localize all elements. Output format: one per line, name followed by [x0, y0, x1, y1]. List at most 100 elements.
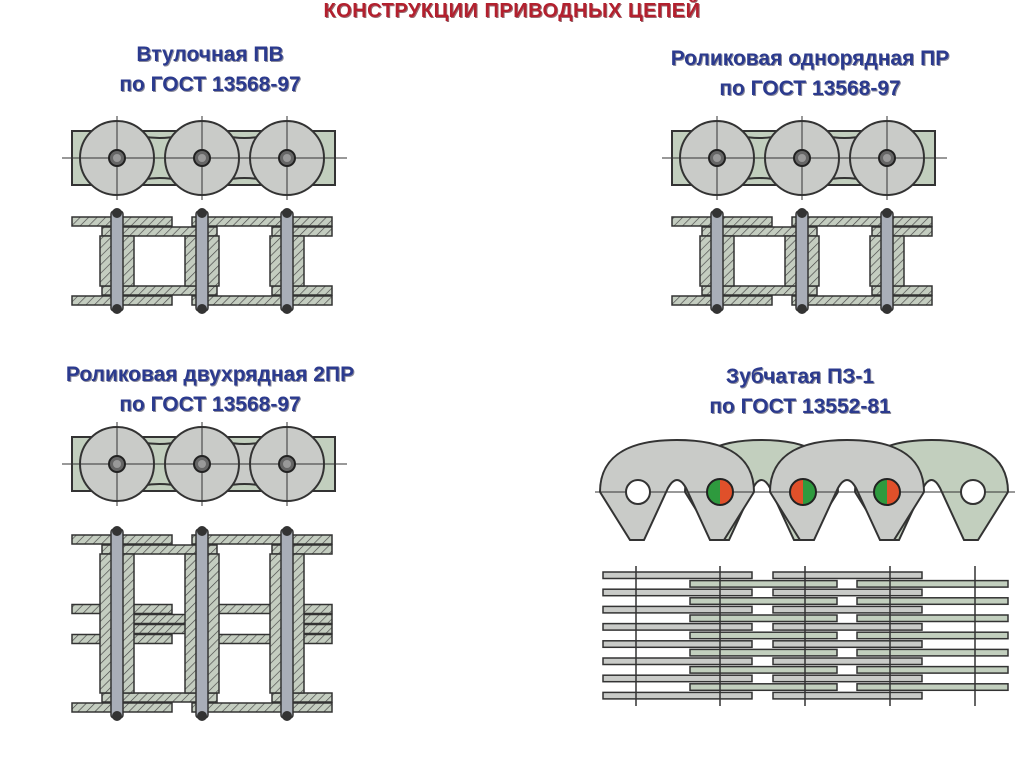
plate-row [602, 571, 753, 580]
outer-plate [791, 295, 933, 306]
plate-row [689, 614, 838, 623]
pin-head [197, 304, 207, 314]
caption-toothed-chain: Зубчатая ПЗ-1 по ГОСТ 13552-81 [640, 362, 960, 422]
toothed-chain-top-view [602, 566, 1009, 706]
caption-name: Роликовая однорядная ПР [670, 47, 950, 70]
joint-pin-outline [873, 478, 901, 506]
plate-row [602, 674, 753, 683]
pin-head [112, 711, 122, 721]
plate-row [602, 588, 753, 597]
inner-plate [701, 226, 818, 237]
slide-title: КОНСТРУКЦИИ ПРИВОДНЫХ ЦЕПЕЙ [323, 0, 701, 22]
pin [795, 210, 809, 312]
plate-row [689, 597, 838, 606]
outer-plate [191, 534, 333, 545]
double-roller-chain-side-view [62, 422, 347, 506]
inner-plate [701, 285, 818, 296]
joint-pin-half [720, 479, 733, 505]
pin-head [197, 526, 207, 536]
plate-row [772, 588, 923, 597]
pin-head [882, 208, 892, 218]
caption-name: Зубчатая ПЗ-1 [725, 365, 875, 388]
joint-pin-outline [706, 478, 734, 506]
pin-center [113, 154, 121, 162]
plate-row [772, 691, 923, 700]
roller-chain-top-view [671, 208, 933, 314]
caption-standard: по ГОСТ 13568-97 [119, 393, 301, 416]
plate-row [856, 683, 1009, 692]
plate-row [856, 579, 1009, 588]
plate-row [689, 665, 838, 674]
plate-row [602, 657, 753, 666]
empty-pin-hole [960, 479, 986, 505]
joint-pin-half [803, 479, 816, 505]
caption-name: Втулочная ПВ [136, 43, 284, 66]
double-roller-chain-top-view [71, 526, 333, 721]
plate-row [602, 622, 753, 631]
joint-pin-half [790, 479, 803, 505]
pin [110, 528, 124, 719]
empty-pin-hole [625, 479, 651, 505]
toothed-chain-side-view [595, 438, 1015, 541]
pin [280, 528, 294, 719]
pin-head [282, 526, 292, 536]
caption-name: Роликовая двухрядная 2ПР [65, 363, 355, 386]
inner-plate [101, 544, 218, 555]
plate-row [689, 683, 838, 692]
pin-center [883, 154, 891, 162]
outer-plate [791, 216, 933, 227]
pin-center [283, 460, 291, 468]
plate-row [856, 597, 1009, 606]
plate-row [602, 691, 753, 700]
caption-roller-single-chain: Роликовая однорядная ПР по ГОСТ 13568-97 [620, 44, 1000, 104]
plate-row [856, 648, 1009, 657]
pin-head [712, 304, 722, 314]
pin-center [198, 154, 206, 162]
pin [280, 210, 294, 312]
plate-row [856, 665, 1009, 674]
tooth-link-plate [598, 438, 756, 541]
caption-standard: по ГОСТ 13552-81 [709, 395, 891, 418]
plate-row [689, 648, 838, 657]
joint-pin-outline [789, 478, 817, 506]
pin-head [112, 304, 122, 314]
pin-head [197, 711, 207, 721]
pin-head [282, 208, 292, 218]
plate-row [856, 614, 1009, 623]
joint-pin-half [707, 479, 720, 505]
caption-standard: по ГОСТ 13568-97 [719, 77, 901, 100]
pin-head [112, 526, 122, 536]
pin [195, 528, 209, 719]
joint-pin-half [874, 479, 887, 505]
plate-row [772, 640, 923, 649]
plate-row [772, 605, 923, 614]
pin-head [797, 208, 807, 218]
pin [880, 210, 894, 312]
tooth-link-plate [768, 438, 926, 541]
pin-center [113, 460, 121, 468]
pin [195, 210, 209, 312]
caption-standard: по ГОСТ 13568-97 [119, 73, 301, 96]
plate-row [772, 571, 923, 580]
outer-plate [191, 216, 333, 227]
pin-head [197, 208, 207, 218]
plate-row [772, 674, 923, 683]
roller-chain-side-view [662, 116, 947, 200]
pin-head [797, 304, 807, 314]
plate-row [602, 605, 753, 614]
plate-row [602, 640, 753, 649]
joint-pin-half [887, 479, 900, 505]
pin-head [112, 208, 122, 218]
pin-center [283, 154, 291, 162]
pin-center [798, 154, 806, 162]
plate-row [689, 631, 838, 640]
outer-plate [191, 702, 333, 713]
inner-plate [101, 692, 218, 703]
pin-center [713, 154, 721, 162]
bushing-chain-top-view [71, 208, 333, 314]
pin-head [712, 208, 722, 218]
plate-row [772, 657, 923, 666]
pin-center [198, 460, 206, 468]
plate-row [856, 631, 1009, 640]
pin-head [882, 304, 892, 314]
